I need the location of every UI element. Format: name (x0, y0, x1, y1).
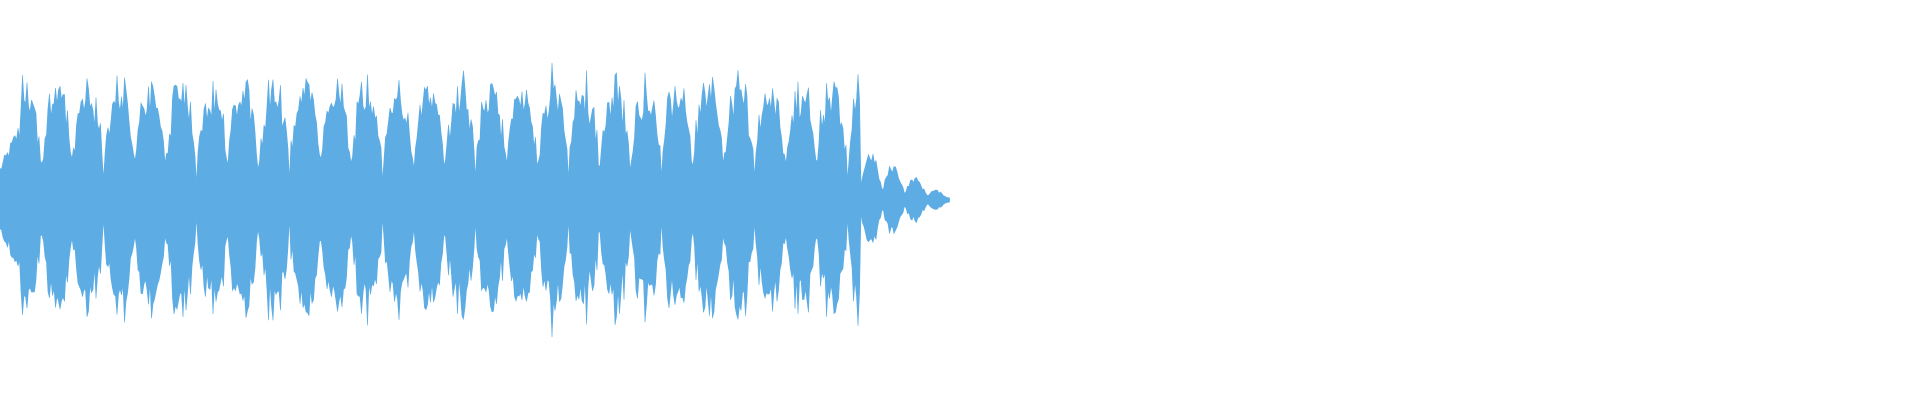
waveform-graphic (0, 62, 950, 338)
audio-waveform (0, 62, 950, 338)
